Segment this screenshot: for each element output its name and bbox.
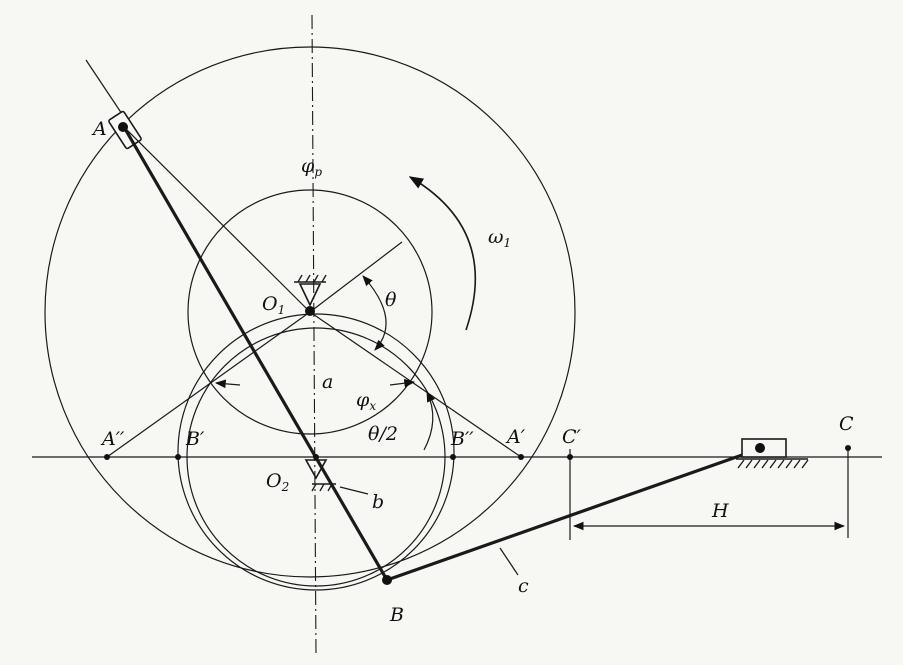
label-B-double: B′′ [450, 428, 474, 450]
label-H: H [711, 500, 729, 522]
label-B-prime: B′ [185, 428, 205, 450]
point-A-double [104, 454, 110, 460]
label-B: B [389, 604, 404, 626]
joint-C [755, 443, 765, 453]
label-O2: O2 [266, 470, 289, 494]
link-B-C [386, 446, 763, 582]
joint-A [118, 122, 128, 132]
ground-hatch-C [737, 459, 809, 469]
arrow-B-prime [214, 379, 241, 389]
point-A-prime [518, 454, 524, 460]
label-c: c [518, 575, 529, 597]
arrow-B-double [389, 378, 416, 388]
joint-B [382, 575, 392, 585]
crank-line-A [123, 126, 311, 313]
label-C: C [839, 413, 854, 435]
point-C [845, 445, 851, 451]
point-O2 [313, 454, 319, 460]
label-phi-p: φp [301, 155, 322, 179]
large-circle [44, 46, 576, 578]
leader-b [339, 486, 369, 495]
point-B-prime [175, 454, 181, 460]
crank-circle [187, 189, 433, 435]
label-O1: O1 [262, 293, 285, 317]
point-B-double [450, 454, 456, 460]
omega-arrow [408, 176, 477, 331]
joint-O1 [305, 306, 315, 316]
label-a: a [322, 371, 333, 393]
label-C-prime: C′ [562, 426, 582, 448]
label-theta: θ [385, 289, 397, 311]
theta-arc [362, 275, 387, 351]
label-omega: ω1 [488, 226, 511, 250]
crank-line-A-prime [309, 311, 522, 458]
crank-line-A-double [106, 311, 311, 458]
vertical-axis [311, 14, 317, 656]
label-A-double: A′′ [100, 428, 125, 450]
leader-c [499, 547, 519, 576]
label-b: b [372, 491, 384, 513]
link-A-B [122, 126, 389, 581]
label-A-prime: A′ [505, 426, 526, 448]
theta-half-arc [423, 391, 436, 451]
crank-line-upper [309, 241, 403, 313]
middle-circle [177, 313, 455, 591]
point-C-prime [567, 454, 573, 460]
support-O1 [294, 274, 327, 307]
label-phi-x: φx [356, 389, 376, 413]
label-A: A [91, 118, 107, 140]
label-theta-half: θ/2 [368, 423, 398, 445]
